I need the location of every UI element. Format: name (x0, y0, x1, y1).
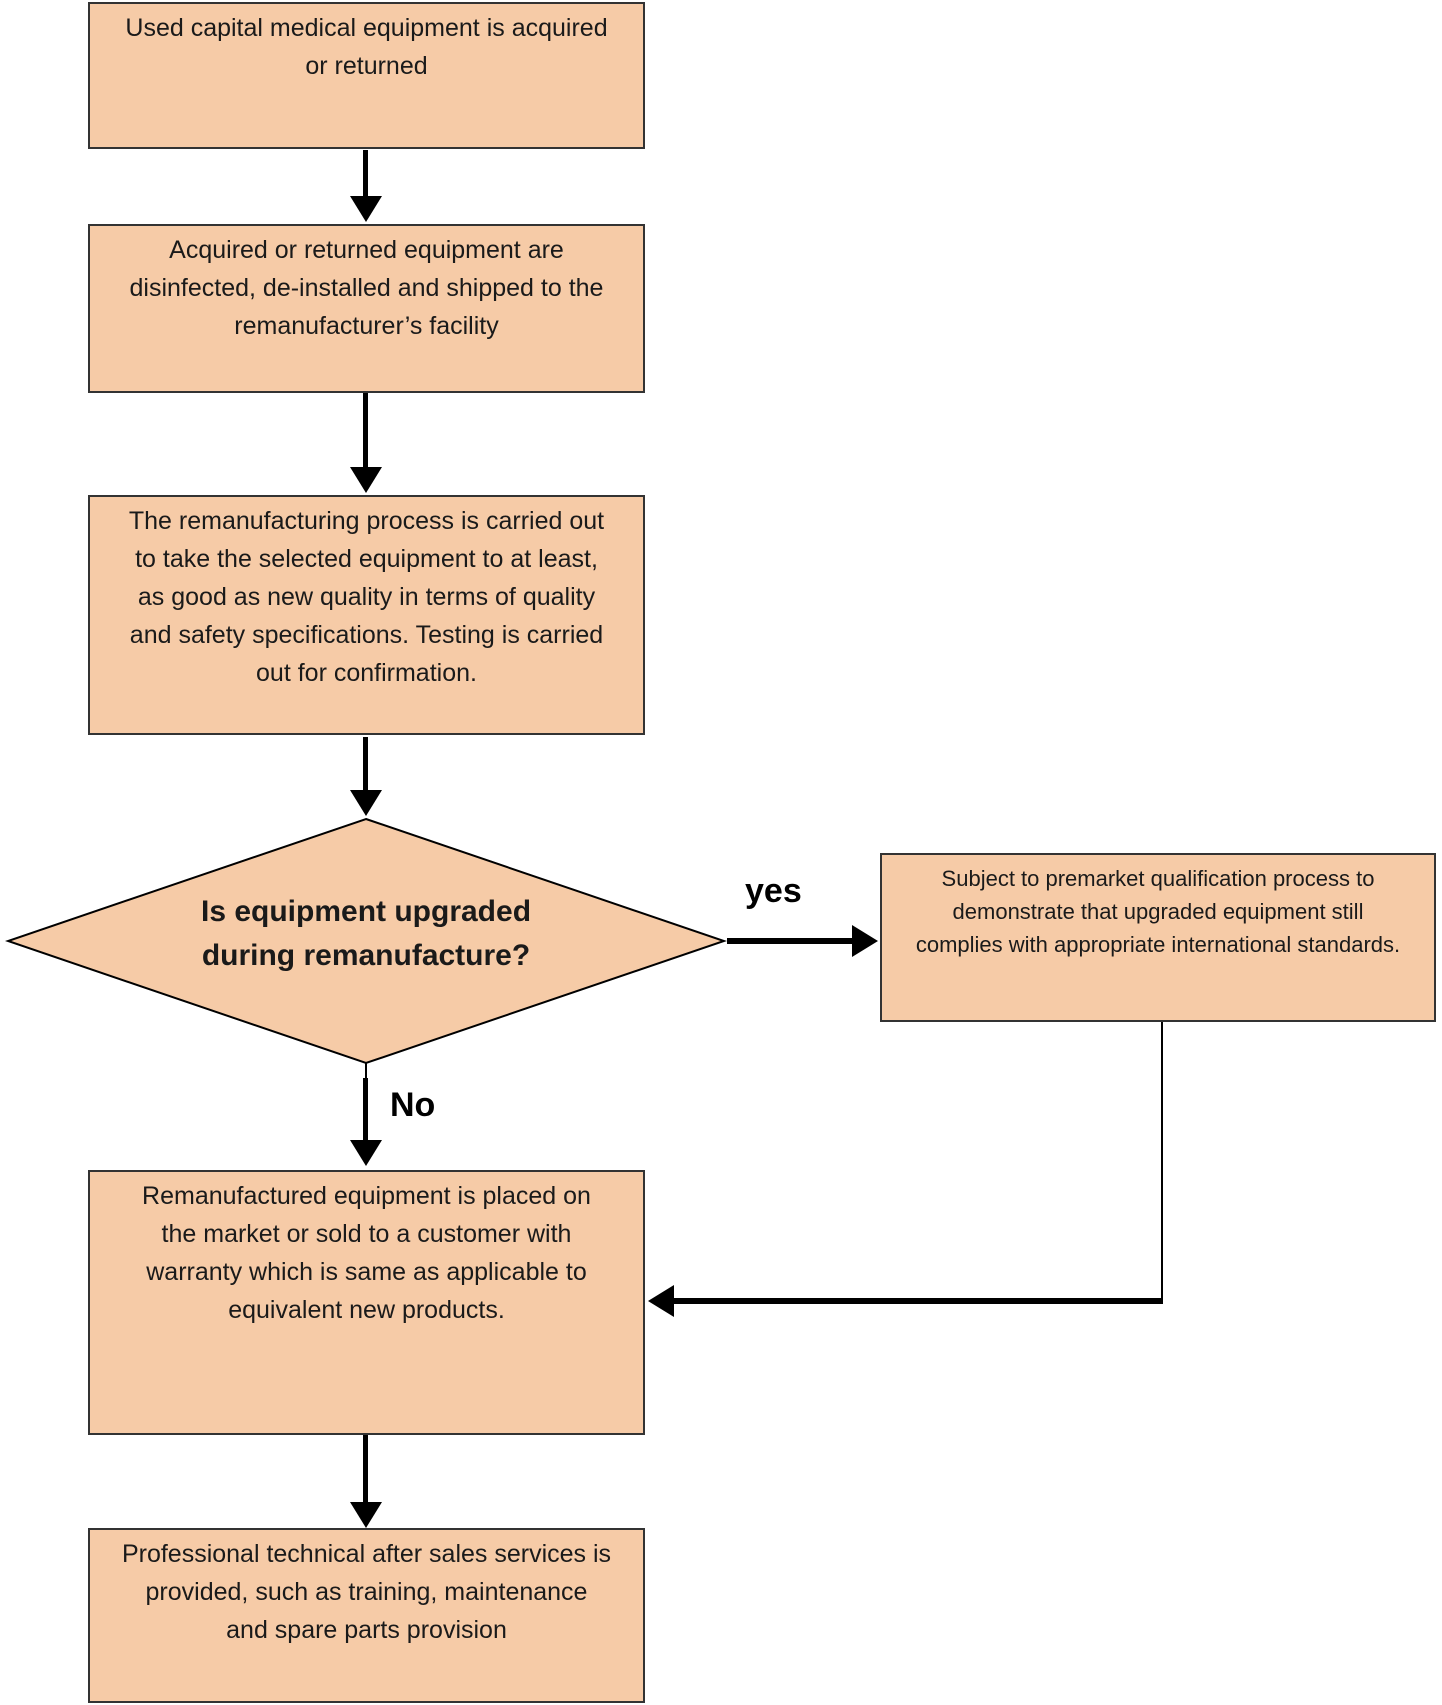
node-placed-on-market: Remanufactured equipment is placed on th… (88, 1170, 645, 1435)
arrow-market-aftersales-head-icon (350, 1502, 382, 1528)
node-disinfected-shipped: Acquired or returned equipment are disin… (88, 224, 645, 393)
connector-premarket-left-line (674, 1298, 1163, 1304)
arrow-acquire-disinfect-line (363, 150, 368, 197)
arrow-decision-market-head-icon (350, 1140, 382, 1166)
arrow-market-aftersales-line (363, 1435, 368, 1503)
arrow-remanufacture-decision-head-icon (350, 790, 382, 816)
arrow-disinfect-remanufacture-head-icon (350, 467, 382, 493)
node-premarket-qualification: Subject to premarket qualification proce… (880, 853, 1436, 1022)
edge-label-yes: yes (745, 872, 802, 910)
node-decision-upgraded: Is equipment upgraded during remanufactu… (200, 895, 532, 972)
node-remanufacturing-process: The remanufacturing process is carried o… (88, 495, 645, 735)
connector-premarket-down-line (1161, 1022, 1163, 1300)
arrow-decision-market-stub-line (365, 1062, 367, 1082)
arrow-decision-premarket-line (727, 938, 854, 944)
edge-label-no: No (390, 1086, 436, 1124)
arrow-acquire-disinfect-head-icon (350, 196, 382, 222)
arrow-disinfect-remanufacture-line (363, 393, 368, 467)
node-after-sales-services: Professional technical after sales servi… (88, 1528, 645, 1703)
arrow-decision-market-line (363, 1078, 368, 1140)
node-used-equipment-acquired: Used capital medical equipment is acquir… (88, 2, 645, 149)
connector-premarket-head-icon (648, 1285, 674, 1317)
arrow-remanufacture-decision-line (363, 737, 368, 790)
arrow-decision-premarket-head-icon (852, 925, 878, 957)
